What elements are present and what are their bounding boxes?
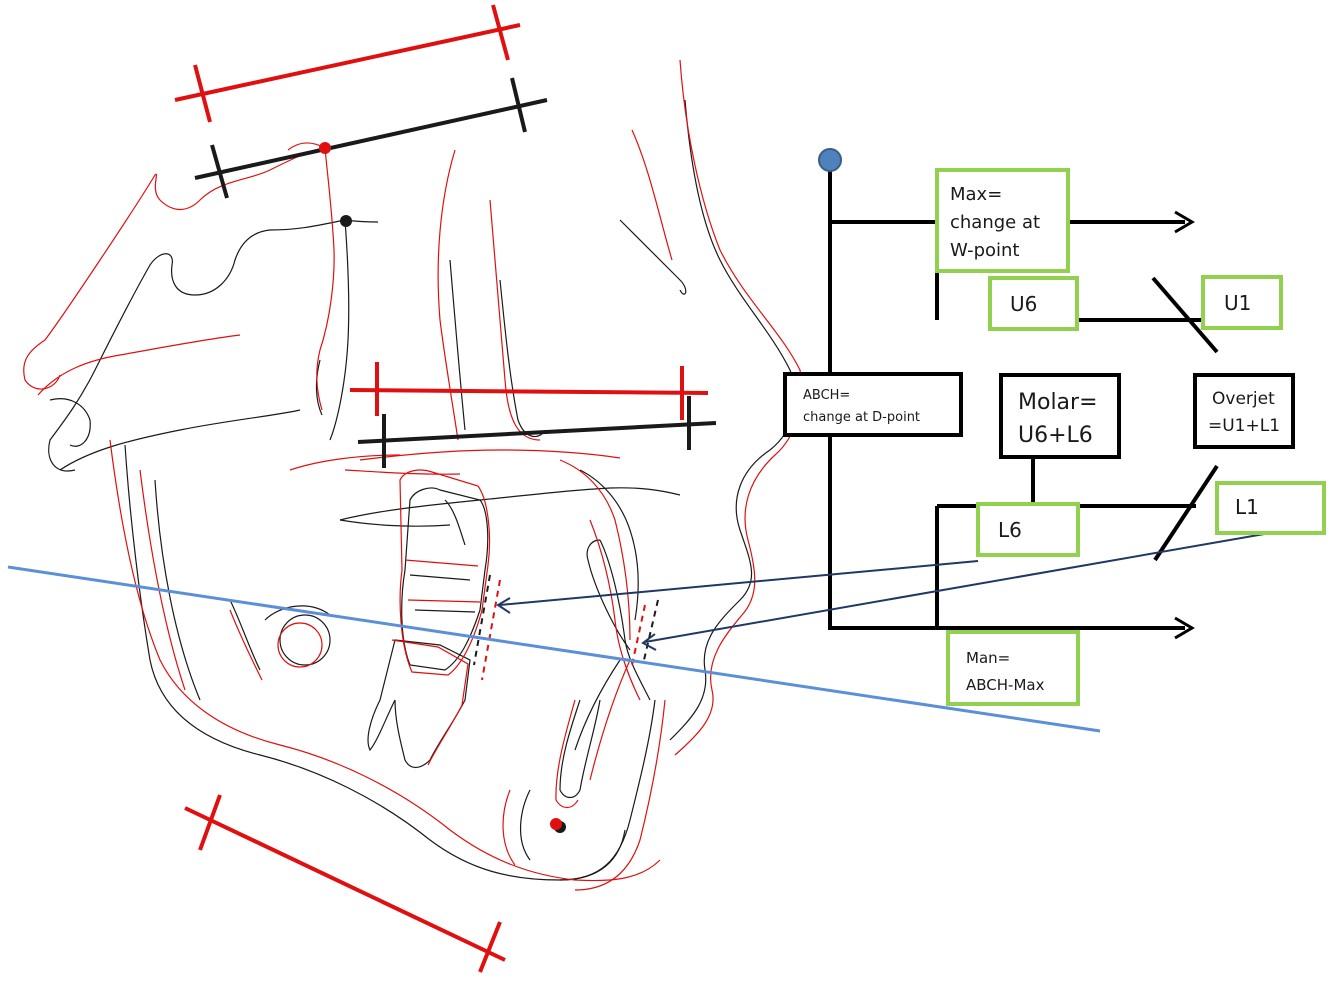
overjet-label-line1: Overjet	[1212, 389, 1275, 409]
navy-arrows	[496, 532, 1271, 651]
measurement-bar-black-middle	[357, 396, 717, 468]
flow-start-node	[818, 148, 842, 172]
overjet-label-line2: =U1+L1	[1208, 416, 1280, 436]
u6-label: U6	[1010, 292, 1037, 316]
u1-box: U1	[1201, 275, 1283, 330]
measurement-bar-black-top	[194, 77, 548, 199]
molar-label-line2: U6+L6	[1018, 423, 1093, 448]
max-box: Max= change at W-point	[935, 168, 1070, 273]
max-label-line2: change at	[950, 212, 1040, 233]
occlusal-plane-line	[7, 565, 1101, 733]
overjet-box: Overjet =U1+L1	[1193, 373, 1295, 449]
l1-box: L1	[1215, 481, 1326, 535]
molar-box: Molar= U6+L6	[999, 373, 1121, 459]
abch-label-line1: ABCH=	[803, 388, 850, 403]
l6-box: L6	[976, 502, 1080, 557]
l6-label: L6	[998, 518, 1022, 542]
l1-label: L1	[1235, 495, 1259, 519]
max-label-line3: W-point	[950, 240, 1019, 261]
abch-box: ABCH= change at D-point	[783, 372, 963, 437]
skull-tracing-black	[48, 99, 796, 881]
man-label-line1: Man=	[966, 649, 1010, 667]
dashed-reference-lines	[473, 574, 659, 681]
u1-label: U1	[1224, 291, 1251, 315]
man-box: Man= ABCH-Max	[946, 630, 1080, 706]
measurement-bar-red-middle	[349, 362, 709, 420]
u6-box: U6	[988, 276, 1079, 331]
abch-label-line2: change at D-point	[803, 410, 920, 425]
measurement-bar-red-top	[174, 4, 521, 123]
skull-tracing-red	[23, 59, 803, 891]
molar-label-line1: Molar=	[1018, 390, 1098, 415]
max-label-line1: Max=	[950, 184, 1002, 205]
red-landmark-point-top	[319, 142, 331, 154]
man-label-line2: ABCH-Max	[966, 676, 1045, 694]
black-landmark-point	[340, 215, 352, 227]
measurement-bar-red-bottom	[184, 794, 506, 973]
menton-landmark-point-red	[550, 818, 562, 830]
